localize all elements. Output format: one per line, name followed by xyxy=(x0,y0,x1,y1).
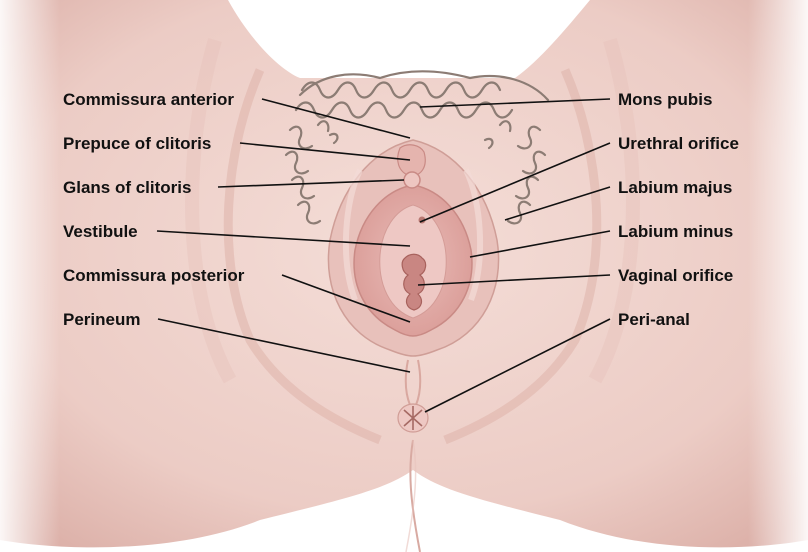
label-peri-anal: Peri-anal xyxy=(618,310,690,329)
label-commissura-anterior: Commissura anterior xyxy=(63,90,234,109)
label-mons-pubis: Mons pubis xyxy=(618,90,712,109)
label-perineum: Perineum xyxy=(63,310,140,329)
label-vestibule: Vestibule xyxy=(63,222,138,241)
label-labium-majus: Labium majus xyxy=(618,178,732,197)
label-prepuce-of-clitoris: Prepuce of clitoris xyxy=(63,134,211,153)
label-vaginal-orifice: Vaginal orifice xyxy=(618,266,733,285)
label-urethral-orifice: Urethral orifice xyxy=(618,134,739,153)
label-commissura-posterior: Commissura posterior xyxy=(63,266,245,285)
label-labium-minus: Labium minus xyxy=(618,222,733,241)
label-glans-of-clitoris: Glans of clitoris xyxy=(63,178,191,197)
